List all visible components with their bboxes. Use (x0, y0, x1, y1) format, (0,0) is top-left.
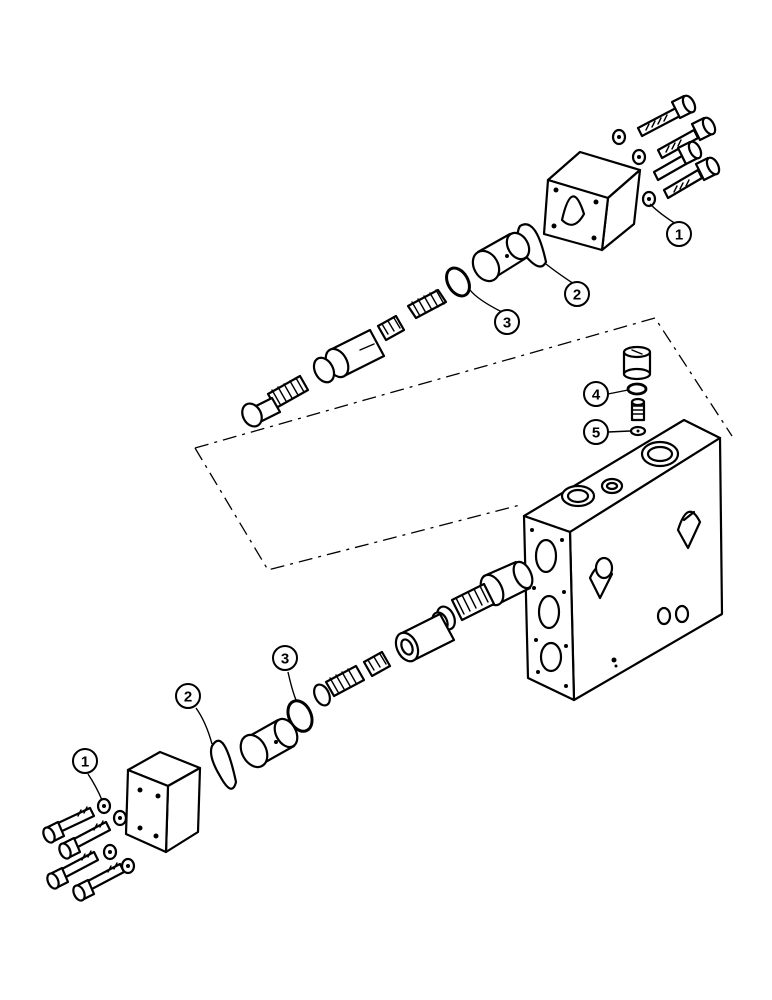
svg-text:1: 1 (675, 227, 683, 244)
bottom-washers (96, 797, 136, 875)
top-spool-small (376, 314, 406, 342)
svg-text:3: 3 (281, 651, 289, 668)
top-plug (241, 396, 282, 428)
svg-text:2: 2 (573, 287, 581, 304)
top-cap-screws (636, 94, 721, 200)
bottom-oring-small (286, 699, 314, 733)
bottom-piston (394, 612, 456, 663)
bottom-spool-small (362, 650, 392, 678)
svg-text:5: 5 (592, 425, 600, 442)
bottom-oring-large (209, 739, 238, 790)
svg-text:2: 2 (184, 689, 192, 706)
valve-body (522, 418, 724, 702)
top-sleeve (471, 231, 531, 283)
phantom-boundary (194, 317, 733, 571)
bottom-cap-screws (42, 806, 126, 902)
callout-mid-4: 4 (583, 381, 609, 407)
relief-plunger (630, 397, 646, 422)
top-oring-small (445, 266, 471, 298)
callout-top-2: 2 (564, 281, 590, 307)
callout-bottom-2: 2 (175, 683, 201, 709)
svg-text:4: 4 (592, 387, 601, 404)
bottom-spring-1 (450, 582, 496, 622)
relief-oring (626, 382, 648, 396)
top-piston (312, 328, 386, 384)
relief-seat (629, 425, 647, 437)
callout-bottom-1: 1 (72, 748, 98, 774)
relief-plug (622, 345, 652, 381)
svg-text:1: 1 (81, 754, 89, 771)
top-spring-1 (406, 288, 448, 320)
callout-bottom-3: 3 (272, 645, 298, 671)
bottom-sleeve (239, 717, 299, 769)
callout-top-3: 3 (494, 309, 520, 335)
bottom-end-cap (124, 750, 202, 854)
bottom-plug (313, 683, 331, 707)
callout-mid-5: 5 (583, 419, 609, 445)
svg-text:3: 3 (503, 315, 511, 332)
callout-top-1: 1 (666, 221, 692, 247)
top-washers (611, 128, 657, 208)
bottom-spring-2 (324, 664, 366, 698)
top-end-cap (542, 150, 642, 252)
